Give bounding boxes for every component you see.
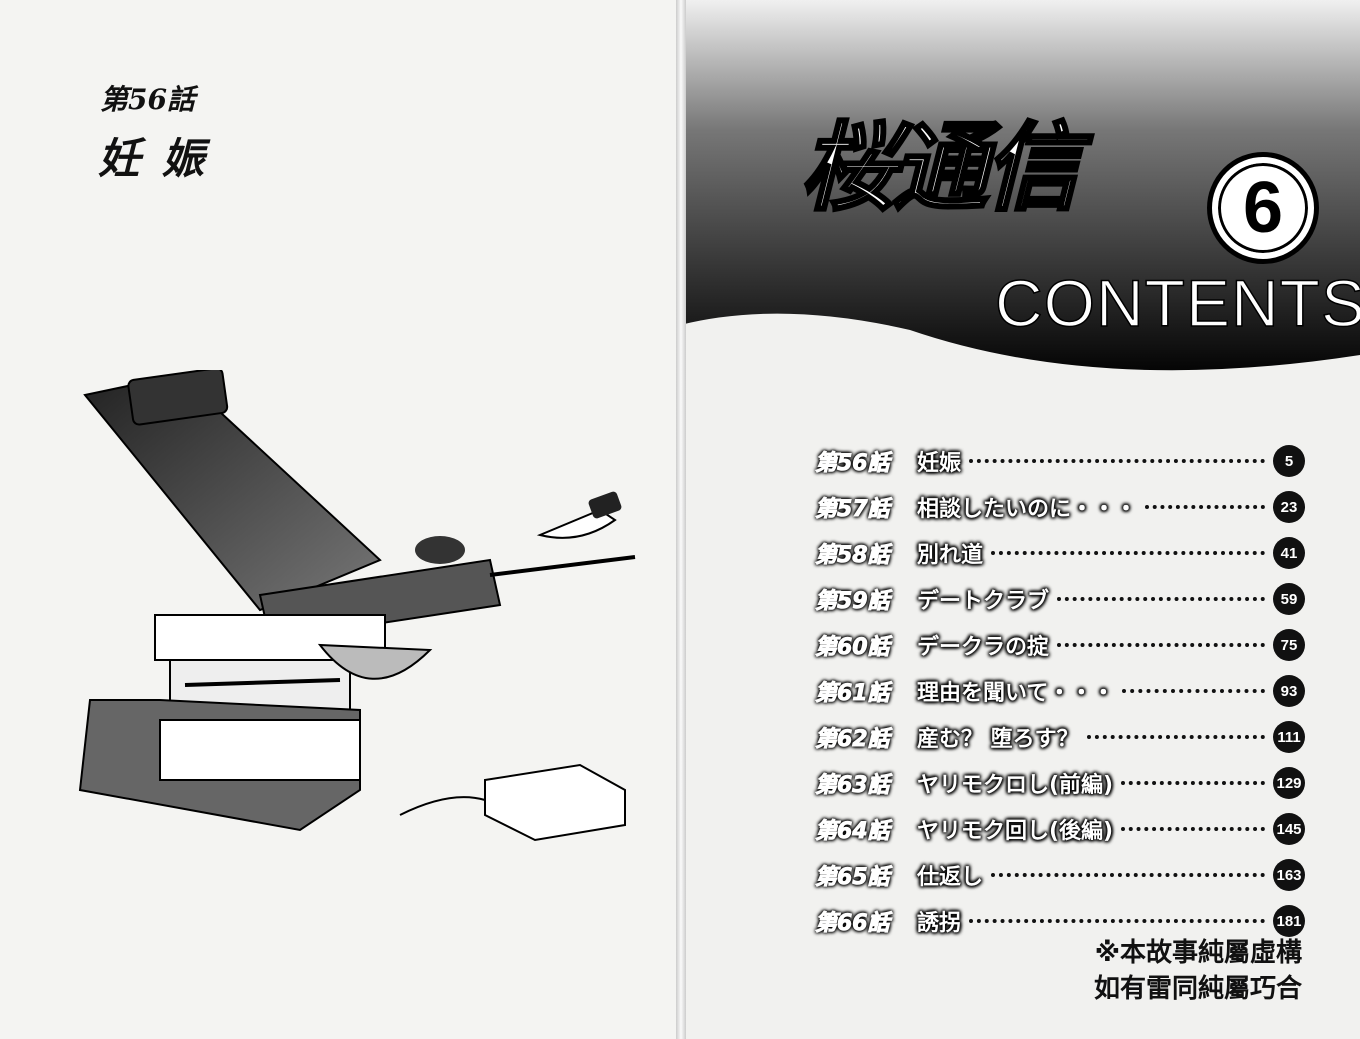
page-number: 129 <box>1273 767 1305 799</box>
disclaimer-line-1: ※本故事純屬虛構 <box>1094 938 1302 968</box>
page-number: 93 <box>1273 675 1305 707</box>
chapter-title: デートクラブ <box>917 589 1050 614</box>
chapter-title: 別れ道 <box>917 543 984 568</box>
page-number: 75 <box>1273 629 1305 661</box>
contents-heading: CONTENTS <box>994 265 1360 341</box>
chapter-number: 第57話 <box>815 497 891 523</box>
examination-chair-illustration <box>78 370 636 842</box>
chapter-title: 妊娠 <box>917 451 962 476</box>
chapter-number: 第61話 <box>815 681 891 707</box>
dot-leader <box>1121 773 1265 785</box>
chapter-title: デークラの掟 <box>917 635 1050 660</box>
dot-leader <box>1122 681 1265 693</box>
chapter-title: 相談したいのに・・・ <box>917 497 1138 522</box>
page-number: 41 <box>1273 537 1305 569</box>
toc-entry: 第57話 相談したいのに・・・ 23 <box>815 484 1305 530</box>
toc-entry: 第61話 理由を聞いて・・・ 93 <box>815 668 1305 714</box>
disclaimer-line-2: 如有雷同純屬巧合 <box>1093 974 1302 1004</box>
header-banner <box>680 0 1360 371</box>
chapter-number: 第59話 <box>815 589 891 615</box>
dot-leader <box>1057 635 1265 647</box>
dot-leader <box>1145 497 1265 509</box>
chapter-number: 第65話 <box>815 865 891 891</box>
toc-entry: 第63話 ヤリモクロし(前編) 129 <box>815 760 1305 806</box>
page-number: 181 <box>1273 905 1305 937</box>
toc-entry: 第66話 誘拐 181 <box>815 898 1305 944</box>
chapter-title: 仕返し <box>917 865 984 890</box>
page-number: 111 <box>1273 721 1305 753</box>
chapter-title: 妊娠 <box>98 134 227 183</box>
book-gutter <box>676 0 686 1039</box>
chapter-number: 第56話 <box>100 83 195 116</box>
toc-entry: 第65話 仕返し 163 <box>815 852 1305 898</box>
dot-leader <box>1086 727 1265 739</box>
chapter-title: 産む？ 堕ろす？ <box>917 727 1079 752</box>
chapter-number: 第66話 <box>815 911 891 937</box>
chapter-number: 第56話 <box>815 451 891 477</box>
toc-entry: 第60話 デークラの掟 75 <box>815 622 1305 668</box>
chapter-title: ヤリモク回し(後編) <box>917 819 1114 844</box>
toc-entry: 第64話 ヤリモク回し(後編) 145 <box>815 806 1305 852</box>
dot-leader <box>991 865 1265 877</box>
logo-title: 桜通信 <box>799 110 1082 226</box>
page-number: 145 <box>1273 813 1305 845</box>
toc-entry: 第58話 別れ道 41 <box>815 530 1305 576</box>
chapter-number: 第62話 <box>815 727 891 753</box>
dot-leader <box>1121 819 1265 831</box>
dot-leader <box>1057 589 1265 601</box>
toc-entry: 第62話 産む？ 堕ろす？ 111 <box>815 714 1305 760</box>
toc-entry: 第59話 デートクラブ 59 <box>815 576 1305 622</box>
page-number: 163 <box>1273 859 1305 891</box>
chapter-number: 第58話 <box>815 543 891 569</box>
disclaimer: ※本故事純屬虛構 如有雷同純屬巧合 <box>1094 935 1302 1007</box>
chapter-title: ヤリモクロし(前編) <box>917 773 1114 798</box>
page-number: 5 <box>1273 445 1305 477</box>
page-number: 59 <box>1273 583 1305 615</box>
chapter-title: 誘拐 <box>917 911 962 936</box>
chapter-number: 第64話 <box>815 819 891 845</box>
chapter-title: 理由を聞いて・・・ <box>917 681 1115 706</box>
volume-badge: 6 <box>1207 152 1319 264</box>
left-page: 第56話 妊娠 <box>0 0 680 1039</box>
page-number: 23 <box>1273 491 1305 523</box>
dot-leader <box>991 543 1265 555</box>
chapter-number: 第63話 <box>815 773 891 799</box>
chapter-number: 第60話 <box>815 635 891 661</box>
dot-leader <box>969 451 1265 463</box>
dot-leader <box>969 911 1265 923</box>
toc-entry: 第56話 妊娠 5 <box>815 438 1305 484</box>
